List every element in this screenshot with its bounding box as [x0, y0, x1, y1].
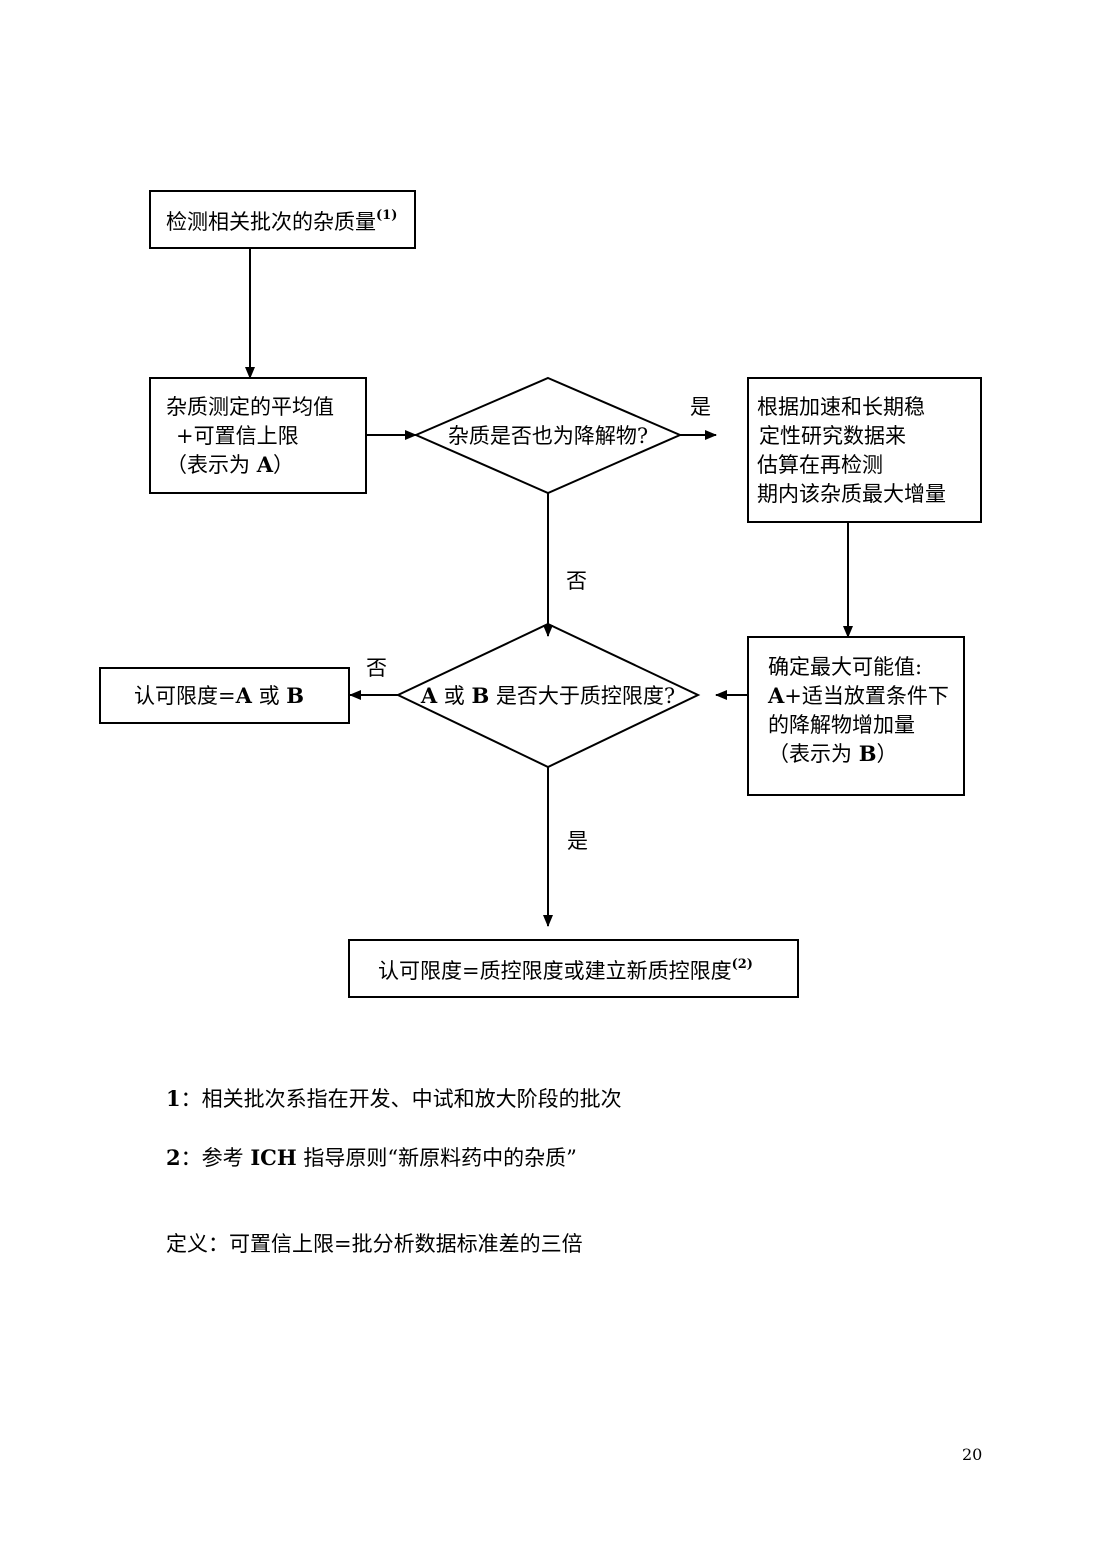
estimate-line3: 估算在再检测 [757, 453, 883, 477]
compare-label-b: B [471, 683, 489, 708]
svg-text:A+适当放置条件下: A+适当放置条件下 [767, 683, 949, 708]
limit-qc-footnote: (2) [732, 957, 753, 972]
limit-ab-or: 或 [252, 684, 286, 708]
max-value-line1: 确定最大可能值: [768, 655, 922, 679]
svg-text:A 或 B 是否大于质控限度?: A 或 B 是否大于质控限度? [420, 683, 675, 708]
max-value-line3: 的降解物增加量 [768, 713, 915, 737]
estimate-increase-box [747, 377, 982, 523]
compare-or: 或 [437, 684, 471, 708]
footnote-2-ich: ICH [250, 1145, 297, 1170]
detect-impurity-text: 检测相关批次的杂质量 [166, 210, 376, 234]
svg-text:认可限度=质控限度或建立新质控限度(2): 认可限度=质控限度或建立新质控限度(2) [378, 957, 753, 983]
mean-value-line3c: ） [273, 453, 294, 477]
definition-note: 定义：可置信上限=批分析数据标准差的三倍 [166, 1232, 583, 1256]
detect-impurity-box [149, 190, 416, 249]
page-number: 20 [962, 1445, 983, 1464]
max-value-box [747, 636, 965, 796]
footnote-1: 1：相关批次系指在开发、中试和放大阶段的批次 [166, 1086, 622, 1112]
max-value-label-b: B [859, 741, 877, 766]
max-value-label-a: A [767, 683, 785, 708]
compare-label-a: A [420, 683, 438, 708]
label-compare-yes: 是 [567, 829, 588, 853]
limit-ab-label-b: B [286, 683, 304, 708]
limit-qc-text: 认可限度=质控限度或建立新质控限度 [378, 959, 732, 983]
svg-text:检测相关批次的杂质量(1): 检测相关批次的杂质量(1) [166, 208, 397, 234]
mean-value-line1: 杂质测定的平均值 [166, 395, 334, 419]
footnote-1-text: ：相关批次系指在开发、中试和放大阶段的批次 [180, 1087, 622, 1111]
svg-text:（表示为 A）: （表示为 A） [166, 452, 294, 477]
limit-qc-box [348, 939, 799, 998]
svg-text:认可限度=A 或 B: 认可限度=A 或 B [134, 683, 304, 708]
estimate-line1: 根据加速和长期稳 [757, 395, 925, 419]
label-degradant-no: 否 [566, 569, 587, 593]
footnote-2-text-c: 指导原则“新原料药中的杂质” [296, 1146, 577, 1170]
mean-value-label-a: A [256, 452, 274, 477]
footnote-2-number: 2 [166, 1145, 181, 1170]
mean-value-line2: +可置信上限 [176, 424, 299, 448]
footnote-2: 2：参考 ICH 指导原则“新原料药中的杂质” [166, 1145, 577, 1171]
limit-ab-label-a: A [235, 683, 253, 708]
max-value-line4c: ） [876, 742, 897, 766]
compare-question: 是否大于质控限度? [489, 684, 675, 708]
estimate-line4: 期内该杂质最大增量 [757, 482, 946, 506]
limit-a-or-b-box [99, 667, 350, 724]
max-value-line2: +适当放置条件下 [784, 684, 949, 708]
svg-text:（表示为 B）: （表示为 B） [768, 741, 897, 766]
footnote-1-number: 1 [166, 1086, 181, 1111]
degradant-check-text: 杂质是否也为降解物? [448, 424, 648, 448]
estimate-line2: 定性研究数据来 [759, 424, 906, 448]
footnote-2-text-a: ：参考 [180, 1146, 251, 1170]
limit-ab-prefix: 认可限度= [134, 684, 236, 708]
max-value-line4a: （表示为 [768, 742, 859, 766]
detect-impurity-footnote: (1) [376, 208, 397, 223]
label-degradant-yes: 是 [690, 395, 711, 419]
mean-value-line3a: （表示为 [166, 453, 257, 477]
label-compare-no: 否 [366, 656, 387, 680]
